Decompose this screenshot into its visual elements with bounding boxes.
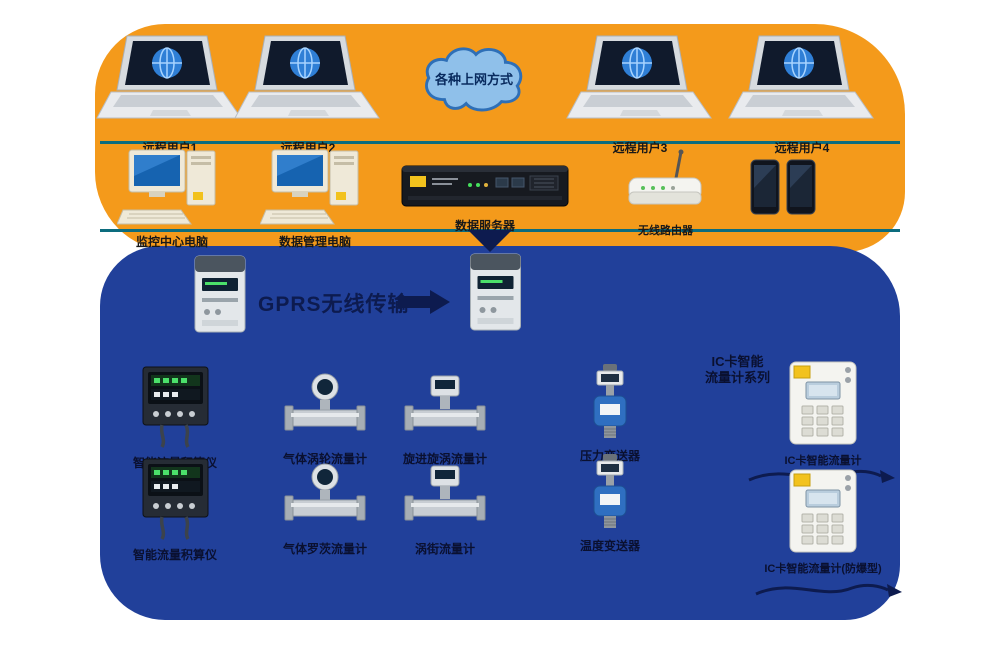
- server-label: 数据服务器: [454, 219, 515, 233]
- mobile-phones: [748, 158, 818, 223]
- network-line-top: [100, 141, 900, 144]
- laptop-icon: [565, 34, 715, 134]
- monitor-workstation-2: 数据管理电脑: [250, 148, 380, 250]
- roots-meter-icon: [283, 462, 368, 527]
- device-label: IC卡智能流量计(防爆型): [764, 563, 882, 575]
- device-label: 旋进旋涡流量计: [402, 452, 487, 466]
- remote-user-label: 远程用户4: [774, 141, 830, 155]
- field-device-r1-turbine: 气体涡轮流量计: [255, 372, 395, 467]
- desktop-computer-icon: [260, 148, 370, 228]
- field-device-r1-vortex: 旋进旋涡流量计: [375, 372, 515, 467]
- field-device-r1-transmitter: 压力变送器: [540, 362, 680, 464]
- device-label: 气体罗茨流量计: [282, 542, 367, 556]
- remote-user-label: 远程用户3: [612, 141, 668, 155]
- monitor-workstation-1: 监控中心电脑: [107, 148, 237, 250]
- vortex-meter-icon: [403, 462, 488, 527]
- workstation-label: 监控中心电脑: [135, 235, 208, 249]
- ic-card-device-icon: [784, 466, 862, 556]
- remote-user-4: 远程用户4: [722, 34, 882, 156]
- data-collector-left: [185, 252, 255, 342]
- swoosh-arrow: [752, 576, 902, 602]
- field-device-r2-vortex: 涡街流量计: [375, 462, 515, 557]
- flow-totalizer-icon: [138, 456, 213, 541]
- ic-card-heading-line2: 流量计系列: [704, 370, 770, 386]
- device-label: 涡街流量计: [414, 542, 475, 556]
- phones-icon: [748, 158, 818, 218]
- transmitter-icon: [585, 452, 635, 532]
- cloud-label: 各种上网方式: [434, 71, 513, 87]
- wireless-router: 无线路由器: [618, 148, 713, 239]
- laptop-icon: [233, 34, 383, 134]
- remote-user-2: 远程用户2: [228, 34, 388, 156]
- field-device-r2-roots: 气体罗茨流量计: [255, 462, 395, 557]
- collector-icon: [185, 252, 255, 337]
- laptop-icon: [95, 34, 245, 134]
- router-icon: [621, 148, 711, 218]
- internet-cloud: 各种上网方式: [415, 38, 533, 118]
- remote-user-3: 远程用户3: [560, 34, 720, 156]
- vortex-meter-icon: [403, 372, 488, 437]
- downlink-arrow: [468, 230, 512, 252]
- ic-card-heading-line1: IC卡智能: [711, 354, 764, 369]
- router-label: 无线路由器: [638, 225, 693, 237]
- field-device-r2-transmitter: 温度变送器: [540, 452, 680, 554]
- field-device-r2-totalizer: 智能流量积算仪: [105, 456, 245, 563]
- data-collector-right: [458, 250, 533, 340]
- collector-icon: [458, 250, 533, 335]
- ic-card-device-icon: [784, 358, 862, 448]
- remote-user-1: 远程用户1: [90, 34, 250, 156]
- device-label: IC卡智能流量计: [784, 455, 862, 467]
- desktop-computer-icon: [117, 148, 227, 228]
- field-device-r1-totalizer: 智能流量积算仪: [105, 364, 245, 471]
- ic-card-device-1: IC卡智能流量计: [748, 358, 898, 469]
- server-icon: [400, 160, 570, 212]
- device-label: 气体涡轮流量计: [282, 452, 367, 466]
- device-label: 智能流量积算仪: [132, 548, 217, 562]
- transmitter-icon: [585, 362, 635, 442]
- laptop-icon: [727, 34, 877, 134]
- device-label: 温度变送器: [579, 539, 640, 553]
- ic-card-heading: IC卡智能 流量计系列: [690, 354, 785, 387]
- wireless-transfer-text: GPRS无线传输: [258, 293, 410, 316]
- transfer-arrow: [398, 290, 450, 314]
- workstation-label: 数据管理电脑: [278, 235, 351, 249]
- flow-totalizer-icon: [138, 364, 213, 449]
- ic-card-device-2: IC卡智能流量计(防爆型): [748, 466, 898, 577]
- turbine-meter-icon: [283, 372, 368, 437]
- data-server: 数据服务器: [400, 160, 570, 234]
